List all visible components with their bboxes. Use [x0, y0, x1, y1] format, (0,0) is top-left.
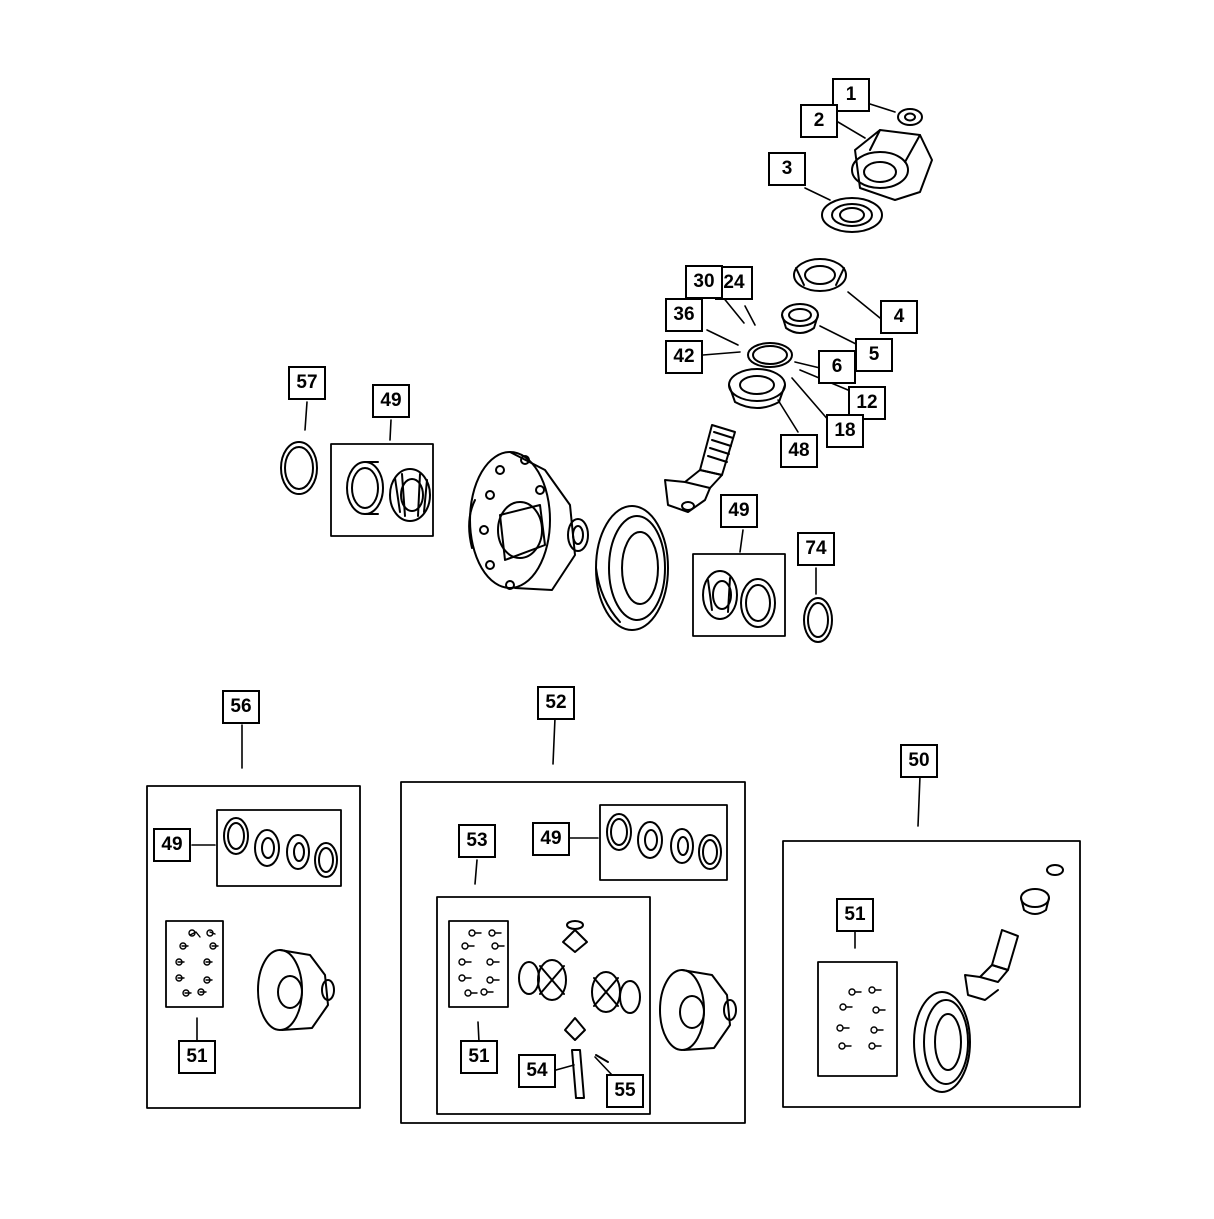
- kit-53-bolts: [458, 929, 505, 997]
- callout-42[interactable]: 42: [665, 340, 703, 374]
- kit-51-bolts-right: [836, 986, 886, 1050]
- callout-55[interactable]: 55: [606, 1074, 644, 1108]
- callout-2[interactable]: 2: [800, 104, 838, 138]
- callout-5[interactable]: 5: [855, 338, 893, 372]
- pinion-nut-drawing: [897, 108, 923, 126]
- pinion-seal-drawing: [821, 197, 883, 233]
- callout-53[interactable]: 53: [458, 824, 496, 858]
- kit-56-bolts: [175, 929, 219, 997]
- pinion-gear-drawing: [664, 424, 736, 513]
- callout-49-kit56[interactable]: 49: [153, 828, 191, 862]
- callout-57[interactable]: 57: [288, 366, 326, 400]
- outer-bearing-drawing: [793, 258, 847, 292]
- callout-56[interactable]: 56: [222, 690, 260, 724]
- kit-50-pinion-set: [964, 864, 1064, 1001]
- snap-ring-74-drawing: [803, 597, 833, 643]
- kit-52-case-drawing: [659, 969, 737, 1051]
- callout-51-kit56[interactable]: 51: [178, 1040, 216, 1074]
- callout-49-left[interactable]: 49: [372, 384, 410, 418]
- callout-30[interactable]: 30: [685, 265, 723, 299]
- differential-case-drawing: [468, 451, 589, 591]
- inner-bearing-drawing: [728, 368, 786, 409]
- callout-74[interactable]: 74: [797, 532, 835, 566]
- callout-51-kit50[interactable]: 51: [836, 898, 874, 932]
- pinion-yoke-drawing: [851, 129, 933, 201]
- callout-49-kit52[interactable]: 49: [532, 822, 570, 856]
- kit-52-bearing-set: [606, 813, 722, 870]
- kit-53-gears-drawing: [518, 920, 641, 1099]
- kit-56-bearing-set: [223, 817, 338, 878]
- callout-4[interactable]: 4: [880, 300, 918, 334]
- collapsible-spacer-drawing: [781, 303, 819, 334]
- callout-18[interactable]: 18: [826, 414, 864, 448]
- callout-3[interactable]: 3: [768, 152, 806, 186]
- callout-1[interactable]: 1: [832, 78, 870, 112]
- callout-52[interactable]: 52: [537, 686, 575, 720]
- snap-ring-57-drawing: [280, 441, 318, 495]
- callout-49-right[interactable]: 49: [720, 494, 758, 528]
- leader-lines: [191, 103, 921, 1076]
- bearing-kit-49-right: [702, 570, 776, 628]
- callout-51-kit53[interactable]: 51: [460, 1040, 498, 1074]
- callout-6[interactable]: 6: [818, 350, 856, 384]
- callout-50[interactable]: 50: [900, 744, 938, 778]
- kit-56-case-drawing: [257, 949, 335, 1031]
- callout-54[interactable]: 54: [518, 1054, 556, 1088]
- ring-gear-drawing: [595, 505, 669, 631]
- kit-50-ring-gear: [913, 991, 971, 1093]
- callout-48[interactable]: 48: [780, 434, 818, 468]
- kit-boxes: [146, 443, 1081, 1124]
- shim-drawing: [747, 342, 793, 368]
- bearing-kit-49-left: [346, 461, 431, 522]
- callout-36[interactable]: 36: [665, 298, 703, 332]
